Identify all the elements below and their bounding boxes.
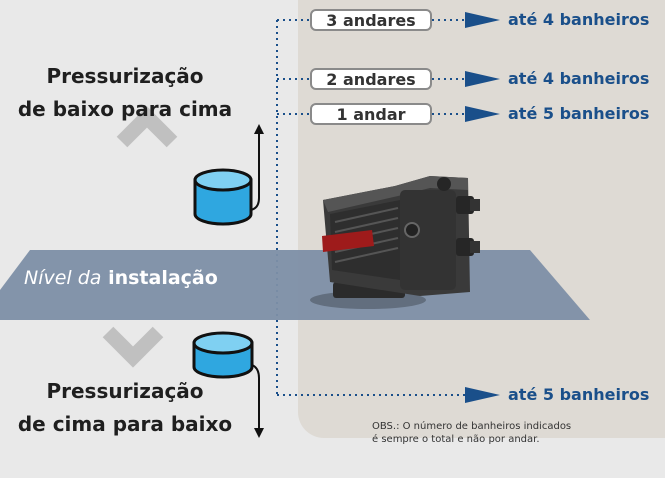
arrow-icon [465,387,500,403]
pump-illustration [310,176,480,309]
result-below: até 5 banheiros [508,385,650,404]
floor-pill-3-floors: 3 andares [310,9,432,31]
arrow-icon [465,71,500,87]
heading-up-line1: Pressurização [46,64,204,88]
arrow-icon [465,12,500,28]
pipe-arrow-down-icon [254,428,264,438]
water-tank-upper-icon [193,168,253,226]
heading-down-line2: de cima para baixo [17,412,233,436]
heading-down-line1: Pressurização [46,379,204,403]
footnote: OBS.: O número de banheiros indicados é … [372,420,632,446]
result-1-floor: até 5 banheiros [508,104,650,123]
floor-pill-2-floors: 2 andares [310,68,432,90]
level-label-italic: Nível da [24,267,102,289]
pipe-arrow-up-icon [254,124,264,134]
heading-pressurization-down: Pressurização de cima para baixo [0,375,250,441]
dotted-connectors [276,19,465,396]
floor-pill-1-floor: 1 andar [310,103,432,125]
chevron-down-icon [102,326,164,368]
arrow-icon [465,106,500,122]
result-3-floors: até 4 banheiros [508,10,650,29]
footnote-line1: OBS.: O número de banheiros indicados [372,421,572,432]
level-label-bold: instalação [108,267,218,289]
installation-level-label: Nível da instalação [24,264,218,292]
result-2-floors: até 4 banheiros [508,69,650,88]
footnote-line2: é sempre o total e não por andar. [372,434,540,445]
water-tank-lower-icon [192,331,254,379]
heading-up-line2: de baixo para cima [17,97,233,121]
heading-pressurization-up: Pressurização de baixo para cima [0,60,250,126]
chevron-up-icon [116,106,178,148]
